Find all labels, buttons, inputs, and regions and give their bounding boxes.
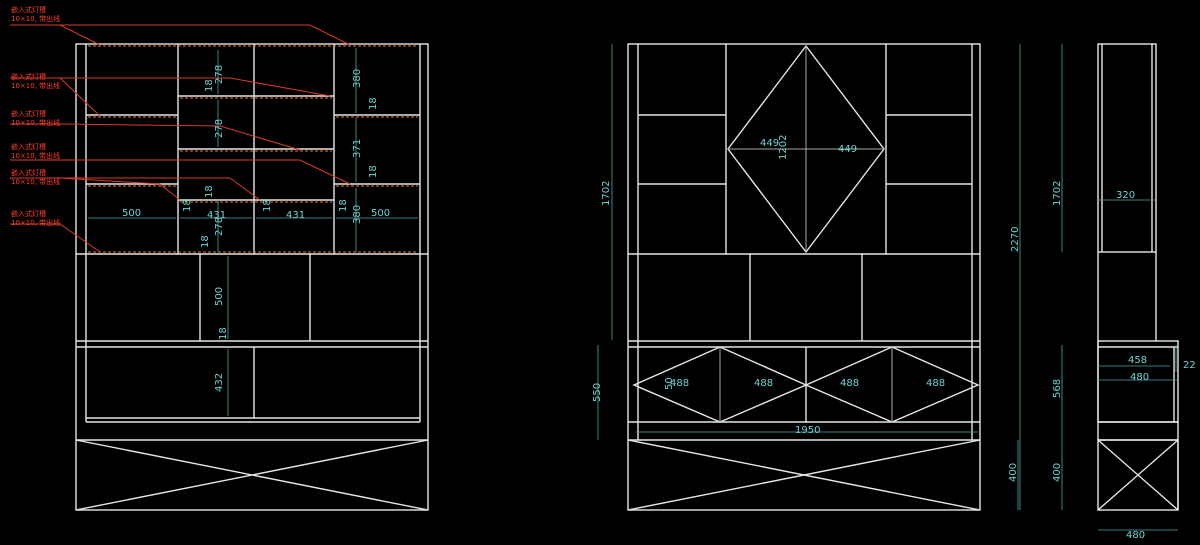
annotation-6-line2: 10×10, 带出线 (11, 218, 60, 227)
dim-18-c: 18 (182, 199, 193, 212)
annotation-4-line2: 10×10, 带出线 (11, 151, 60, 160)
left-cabinet-outline (75, 43, 429, 511)
dim-371: 371 (352, 139, 363, 158)
side-dimension-lines (1098, 199, 1178, 531)
dim-431-b: 431 (286, 210, 305, 221)
dim-1950: 1950 (795, 425, 820, 436)
left-elevation-view: 嵌入式灯槽 10×10, 带出线 嵌入式灯槽 10×10, 带出线 嵌入式灯槽 … (10, 5, 429, 511)
dim-432: 432 (214, 373, 225, 392)
dim-400-a: 400 (1008, 463, 1019, 482)
center-diamond (727, 44, 885, 254)
annotation-1-line2: 10×10, 带出线 (11, 14, 60, 23)
dim-18-g: 18 (368, 165, 379, 178)
dim-488-c: 488 (840, 378, 859, 389)
dim-400-b: 400 (1052, 463, 1063, 482)
annotation-2-line2: 10×10, 带出线 (11, 81, 60, 90)
dim-500-left: 500 (122, 208, 141, 219)
dim-380-b: 380 (352, 205, 363, 224)
middle-cabinet-outline (627, 43, 981, 511)
annotation-6-line1: 嵌入式灯槽 (11, 209, 46, 218)
dim-568: 568 (1052, 379, 1063, 398)
side-dimension-labels: 1702 568 400 320 458 480 22 480 (1052, 181, 1196, 541)
dim-449-left: 449 (760, 138, 779, 149)
dim-2270: 2270 (1010, 227, 1021, 252)
dim-22: 22 (1183, 360, 1196, 371)
left-dimension-lines (88, 48, 418, 416)
dim-320: 320 (1116, 190, 1135, 201)
annotation-4-line1: 嵌入式灯槽 (11, 142, 46, 151)
annotation-labels: 嵌入式灯槽 10×10, 带出线 嵌入式灯槽 10×10, 带出线 嵌入式灯槽 … (11, 5, 60, 227)
left-dimension-labels: 500 431 431 500 278 278 278 18 18 18 18 … (122, 65, 390, 392)
dim-18-a: 18 (204, 79, 215, 92)
middle-dimension-lines (597, 44, 1063, 510)
annotation-1-line1: 嵌入式灯槽 (11, 5, 46, 14)
middle-elevation-view: 1702 550 1202 449 449 50 488 488 488 488… (592, 43, 1063, 511)
middle-base-x (627, 439, 981, 511)
dim-18-i: 18 (218, 327, 229, 340)
dim-1702-middle: 1702 (601, 181, 612, 206)
dim-1702-side: 1702 (1052, 181, 1063, 206)
dim-18-f: 18 (368, 97, 379, 110)
dim-480-bottom: 480 (1126, 530, 1145, 541)
annotation-2-line1: 嵌入式灯槽 (11, 72, 46, 81)
dim-278-b: 278 (214, 119, 225, 138)
side-cabinet-outline (1097, 43, 1179, 511)
dim-18-h: 18 (200, 235, 211, 248)
dim-50: 50 (664, 377, 675, 390)
dim-278-c: 278 (214, 217, 225, 236)
leader-lines (10, 24, 351, 253)
dim-449-right: 449 (838, 144, 857, 155)
dim-500-right: 500 (371, 208, 390, 219)
dim-488-a: 488 (670, 378, 689, 389)
led-strip-lines (88, 45, 418, 253)
dim-550: 550 (592, 383, 603, 402)
drawer-diamonds (632, 346, 980, 423)
dim-458: 458 (1128, 355, 1147, 366)
dim-480-top: 480 (1130, 372, 1149, 383)
dim-488-d: 488 (926, 378, 945, 389)
middle-dimension-labels: 1702 550 1202 449 449 50 488 488 488 488… (592, 135, 1021, 482)
annotation-3-line1: 嵌入式灯槽 (11, 109, 46, 118)
dim-278-a: 278 (214, 65, 225, 84)
dim-18-e: 18 (338, 199, 349, 212)
dim-18-d: 18 (262, 199, 273, 212)
dim-488-b: 488 (754, 378, 773, 389)
annotation-3-line2: 10×10, 带出线 (11, 118, 60, 127)
dim-431-a: 431 (207, 210, 226, 221)
dim-380-a: 380 (352, 69, 363, 88)
dim-18-b: 18 (204, 185, 215, 198)
annotation-5-line2: 10×10, 带出线 (11, 177, 60, 186)
dim-1202: 1202 (778, 135, 789, 160)
dim-500-vertical: 500 (214, 287, 225, 306)
side-elevation-view: 1702 568 400 320 458 480 22 480 (1052, 43, 1196, 541)
annotation-5-line1: 嵌入式灯槽 (11, 168, 46, 177)
